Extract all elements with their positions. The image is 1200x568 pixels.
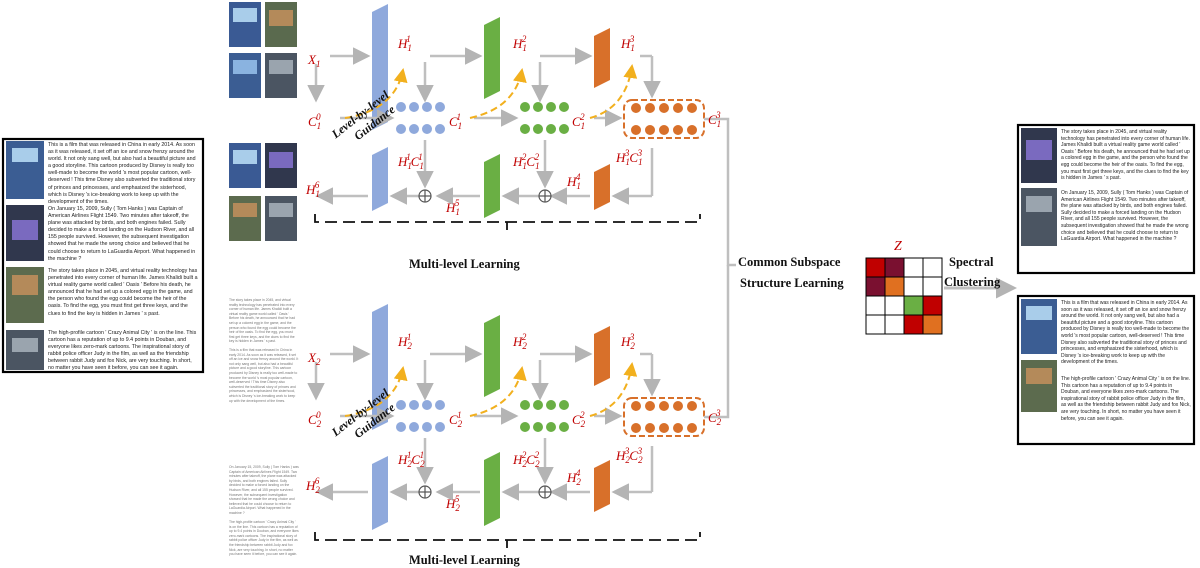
view1-posters-bottom [229,143,297,241]
layer-blue-dec [372,147,388,211]
svg-text:C20: C20 [308,410,322,429]
svg-text:H15: H15 [445,198,460,217]
svg-text:H26: H26 [305,476,320,495]
z-matrix-cell [865,276,886,297]
z-matrix-cell [922,257,943,278]
clustering-label: Clustering [944,275,1001,289]
view2-doc-1: The story takes place in 2045, and virtu… [229,298,296,344]
svg-text:C21: C21 [449,410,463,429]
svg-text:H21: H21 [397,332,412,351]
z-matrix-cell [884,276,905,297]
z-matrix-cell [922,314,943,335]
view1-encoder [307,4,705,230]
z-matrix-cell [903,314,924,335]
c2-nodes-green [520,102,569,134]
layer-green-1 [484,17,500,99]
c3-nodes-orange [631,103,697,135]
svg-text:H22: H22 [512,332,527,351]
svg-text:C12: C12 [572,112,585,131]
panel-text-zootopia: The high-profile cartoon ' Crazy Animal … [48,330,197,372]
z-matrix-cell [903,257,924,278]
panel-text-frozen: This is a film that was released in Chin… [48,142,196,205]
out-text-frozen: This is a film that was released in Chin… [1061,300,1190,366]
svg-text:C11: C11 [449,112,462,131]
panel-text-ready: The story takes place in 2045, and virtu… [48,268,198,317]
view1-posters-top [229,2,297,98]
view1-labels: X1 H11 H12 H13 C10 C11 C12 C13 H11C11 H1… [305,34,721,271]
z-label: Z [894,239,902,254]
c1-nodes-blue [396,102,445,134]
z-matrix-cell [865,314,886,335]
svg-text:C10: C10 [308,112,321,131]
c3-box [623,99,705,139]
z-matrix-cell [884,295,905,316]
layer-blue-1 [372,4,388,130]
z-matrix-cell [922,276,943,297]
structure-learning-label: Structure Learning [740,276,844,290]
out-text-ready: The story takes place in 2045, and virtu… [1061,129,1190,182]
x2-label: X2 [307,350,321,367]
panel-text-sully: On January 15, 2009, Sully ( Tom Hanks )… [48,206,196,262]
z-matrix-cell [903,276,924,297]
z-matrix-cell [884,314,905,335]
z-matrix-cell [865,295,886,316]
input-panel [1,137,205,374]
svg-text:H21C21: H21C21 [397,450,425,469]
svg-text:H13: H13 [620,34,635,53]
svg-text:H13C13: H13C13 [615,148,643,167]
layer-green-dec [484,154,500,218]
multi-level-label-1: Multi-level Learning [409,257,520,271]
svg-text:H14: H14 [566,172,581,191]
svg-text:H12: H12 [512,34,527,53]
layer-orange-dec [594,164,610,210]
output-panel-2 [1016,294,1196,446]
svg-text:H11: H11 [397,34,411,53]
z-matrix-cell [884,257,905,278]
common-subspace-label: Common Subspace [738,255,841,269]
layer-orange-1 [594,28,610,88]
z-matrix-cell [865,257,886,278]
svg-text:H22C22: H22C22 [512,450,540,469]
svg-text:H12C12: H12C12 [512,152,540,171]
svg-text:H16: H16 [305,180,320,199]
svg-text:H23C23: H23C23 [615,446,643,465]
z-matrix [865,257,943,335]
view2-labels: X2 H21 H22 H23 C20 C21 C22 C23 H21C21 H2… [305,332,722,567]
multi-level-label-2: Multi-level Learning [409,553,520,567]
subspace-connectors [704,117,1017,419]
svg-text:C13: C13 [708,110,721,129]
svg-text:C22: C22 [572,410,586,429]
svg-text:H25: H25 [445,494,460,513]
z-matrix-cell [922,295,943,316]
out-text-sully: On January 15, 2009, Sully ( Tom Hanks )… [1061,190,1189,243]
output-panel-1 [1016,123,1196,275]
svg-text:H23: H23 [620,332,635,351]
z-matrix-cell [903,295,924,316]
view2-doc-2: This is a film that was released in Chin… [229,348,299,403]
spectral-label: Spectral [949,255,994,269]
view2-doc-3: On January 15, 2009, Sully ( Tom Hanks )… [229,465,299,515]
svg-text:C23: C23 [708,408,722,427]
view2-doc-4: The high-profile cartoon ' Crazy Animal … [229,520,299,557]
view2-encoder [307,304,705,548]
svg-text:H11C11: H11C11 [397,152,423,171]
svg-text:H24: H24 [566,468,581,487]
x1-label: X1 [307,52,320,69]
out-text-zootopia: The high-profile cartoon ' Crazy Animal … [1061,376,1191,422]
